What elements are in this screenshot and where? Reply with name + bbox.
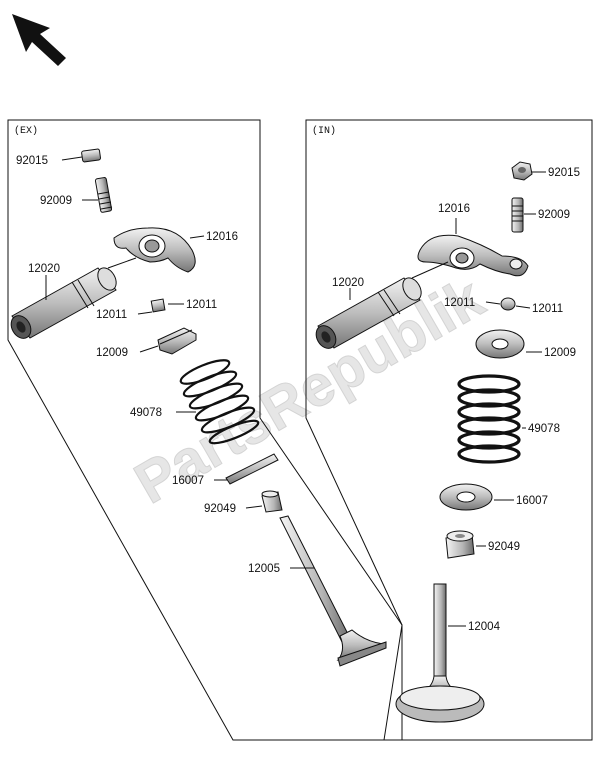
svg-text:92015: 92015 [16, 155, 48, 167]
in-section: (IN) 92015 12016 92009 [305, 119, 593, 741]
svg-text:16007: 16007 [516, 495, 548, 507]
in-part-92009[interactable]: 92009 [511, 197, 570, 233]
in-part-12004[interactable]: 12004 [395, 583, 501, 723]
svg-text:12016: 12016 [438, 203, 470, 215]
in-section-border [305, 119, 593, 741]
svg-text:12016: 12016 [206, 231, 238, 243]
svg-text:12004: 12004 [468, 621, 501, 633]
svg-text:12009: 12009 [96, 347, 128, 359]
ex-part-12011[interactable]: 12011 12011 [96, 298, 217, 321]
in-part-12009[interactable]: 12009 [475, 329, 576, 359]
in-part-12016[interactable]: 12016 [417, 203, 529, 277]
ex-part-92049[interactable]: 92049 [204, 490, 283, 515]
in-section-label: (IN) [312, 125, 336, 137]
svg-text:49078: 49078 [528, 423, 560, 435]
ex-part-12009[interactable]: 12009 [96, 327, 197, 359]
front-arrow-icon [12, 14, 66, 66]
svg-text:12011: 12011 [186, 299, 217, 311]
svg-text:16007: 16007 [172, 475, 204, 487]
ex-section-border [7, 119, 403, 741]
ex-section: (EX) 92015 92009 12016 [7, 119, 403, 741]
in-part-12020[interactable]: 12020 [312, 261, 449, 352]
in-part-92015[interactable]: 92015 [511, 161, 580, 181]
in-part-92049[interactable]: 92049 [445, 530, 520, 559]
svg-text:92009: 92009 [538, 209, 570, 221]
in-part-49078[interactable]: 49078 [457, 374, 560, 464]
svg-text:92049: 92049 [488, 541, 520, 553]
svg-text:49078: 49078 [130, 407, 162, 419]
ex-part-16007[interactable]: 16007 [172, 453, 279, 487]
ex-part-12005[interactable]: 12005 [248, 515, 387, 667]
ex-part-12020[interactable]: 12020 [7, 257, 137, 342]
svg-text:12011: 12011 [444, 297, 475, 309]
svg-text:92009: 92009 [40, 195, 72, 207]
svg-text:92049: 92049 [204, 503, 236, 515]
ex-part-12016[interactable]: 12016 [113, 227, 238, 273]
svg-text:12009: 12009 [544, 347, 576, 359]
svg-text:12020: 12020 [332, 277, 364, 289]
svg-text:12020: 12020 [28, 263, 60, 275]
ex-section-label: (EX) [14, 125, 38, 137]
ex-part-92015[interactable]: 92015 [16, 148, 101, 167]
svg-text:92015: 92015 [548, 167, 580, 179]
ex-part-49078[interactable]: 49078 [130, 356, 260, 448]
in-part-12011[interactable]: 12011 12011 [444, 297, 563, 315]
ex-part-92009[interactable]: 92009 [40, 177, 113, 213]
svg-text:12005: 12005 [248, 563, 280, 575]
svg-text:12011: 12011 [96, 309, 127, 321]
svg-text:12011: 12011 [532, 303, 563, 315]
in-part-16007[interactable]: 16007 [439, 483, 548, 511]
